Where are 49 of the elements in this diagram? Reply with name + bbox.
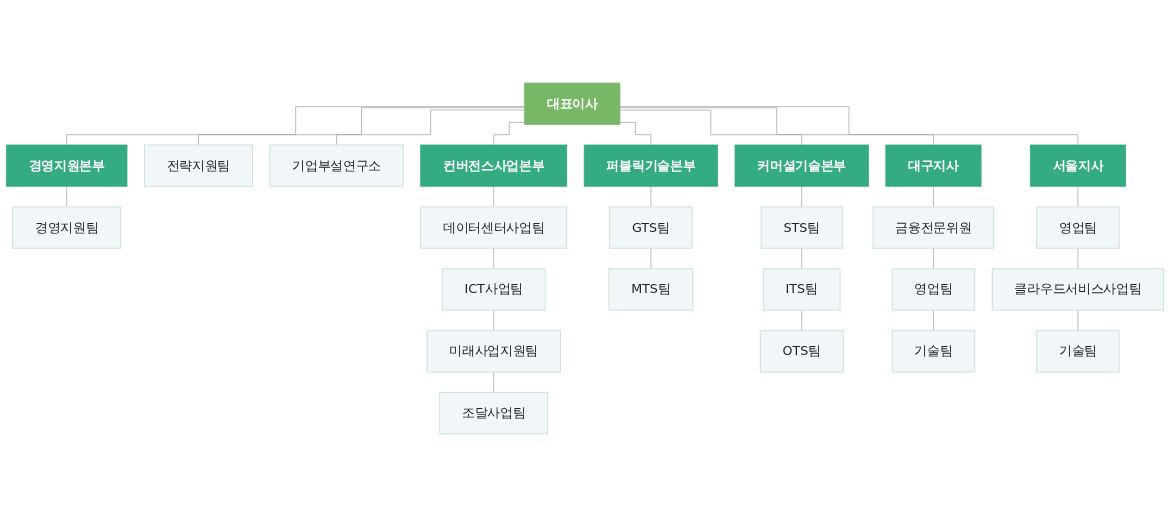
connector — [66, 106, 526, 146]
node-box: 영업팀 — [891, 268, 976, 311]
node-box: GTS팀 — [609, 206, 693, 249]
node-box: 커머셜기술본부 — [734, 144, 869, 187]
connector — [1077, 185, 1079, 208]
connector — [650, 247, 652, 270]
node-box: 기술팀 — [891, 330, 976, 373]
connector — [933, 309, 934, 332]
connector — [493, 371, 495, 394]
connector — [933, 247, 934, 270]
connector — [198, 107, 526, 146]
connector — [619, 107, 934, 146]
connector — [66, 185, 68, 208]
connector — [493, 122, 526, 146]
node-box: OTS팀 — [759, 330, 844, 373]
node-box: 전략지원팀 — [144, 144, 253, 187]
node-box: STS팀 — [760, 206, 843, 249]
connector — [650, 185, 652, 208]
node-box: 영업팀 — [1036, 206, 1120, 249]
connector — [933, 185, 934, 208]
connector — [619, 109, 803, 146]
node-box: 퍼블릭기술본부 — [583, 144, 718, 187]
connector — [336, 109, 526, 146]
node-box: 데이터센터사업팀 — [420, 206, 568, 249]
node-box: 기술팀 — [1036, 330, 1120, 373]
node-box: ITS팀 — [762, 268, 841, 311]
connector — [493, 247, 495, 270]
node-box: 경영지원본부 — [5, 144, 128, 187]
node-box: 컨버전스사업본부 — [420, 144, 568, 187]
node-box: 미래사업지원팀 — [426, 330, 561, 373]
node-box: 서울지사 — [1029, 144, 1126, 187]
node-box: 경영지원팀 — [12, 206, 122, 249]
node-box: ICT사업팀 — [441, 268, 546, 311]
connector — [1077, 247, 1079, 270]
node-box: 금융전문위원 — [872, 206, 995, 249]
connector — [619, 122, 652, 146]
node-box: 기업부설연구소 — [269, 144, 404, 187]
connector — [493, 185, 495, 208]
connector — [801, 185, 803, 208]
connector — [801, 247, 803, 270]
node-box: 조달사업팀 — [439, 392, 549, 435]
node-box: MTS팀 — [608, 268, 694, 311]
connector — [619, 106, 1079, 146]
connector — [493, 309, 495, 332]
node-box: 대구지사 — [885, 144, 982, 187]
connector — [801, 309, 803, 332]
connector — [1077, 309, 1079, 332]
node-box: 대표이사 — [524, 82, 621, 125]
node-box: 클라우드서비스사업팀 — [991, 268, 1165, 311]
